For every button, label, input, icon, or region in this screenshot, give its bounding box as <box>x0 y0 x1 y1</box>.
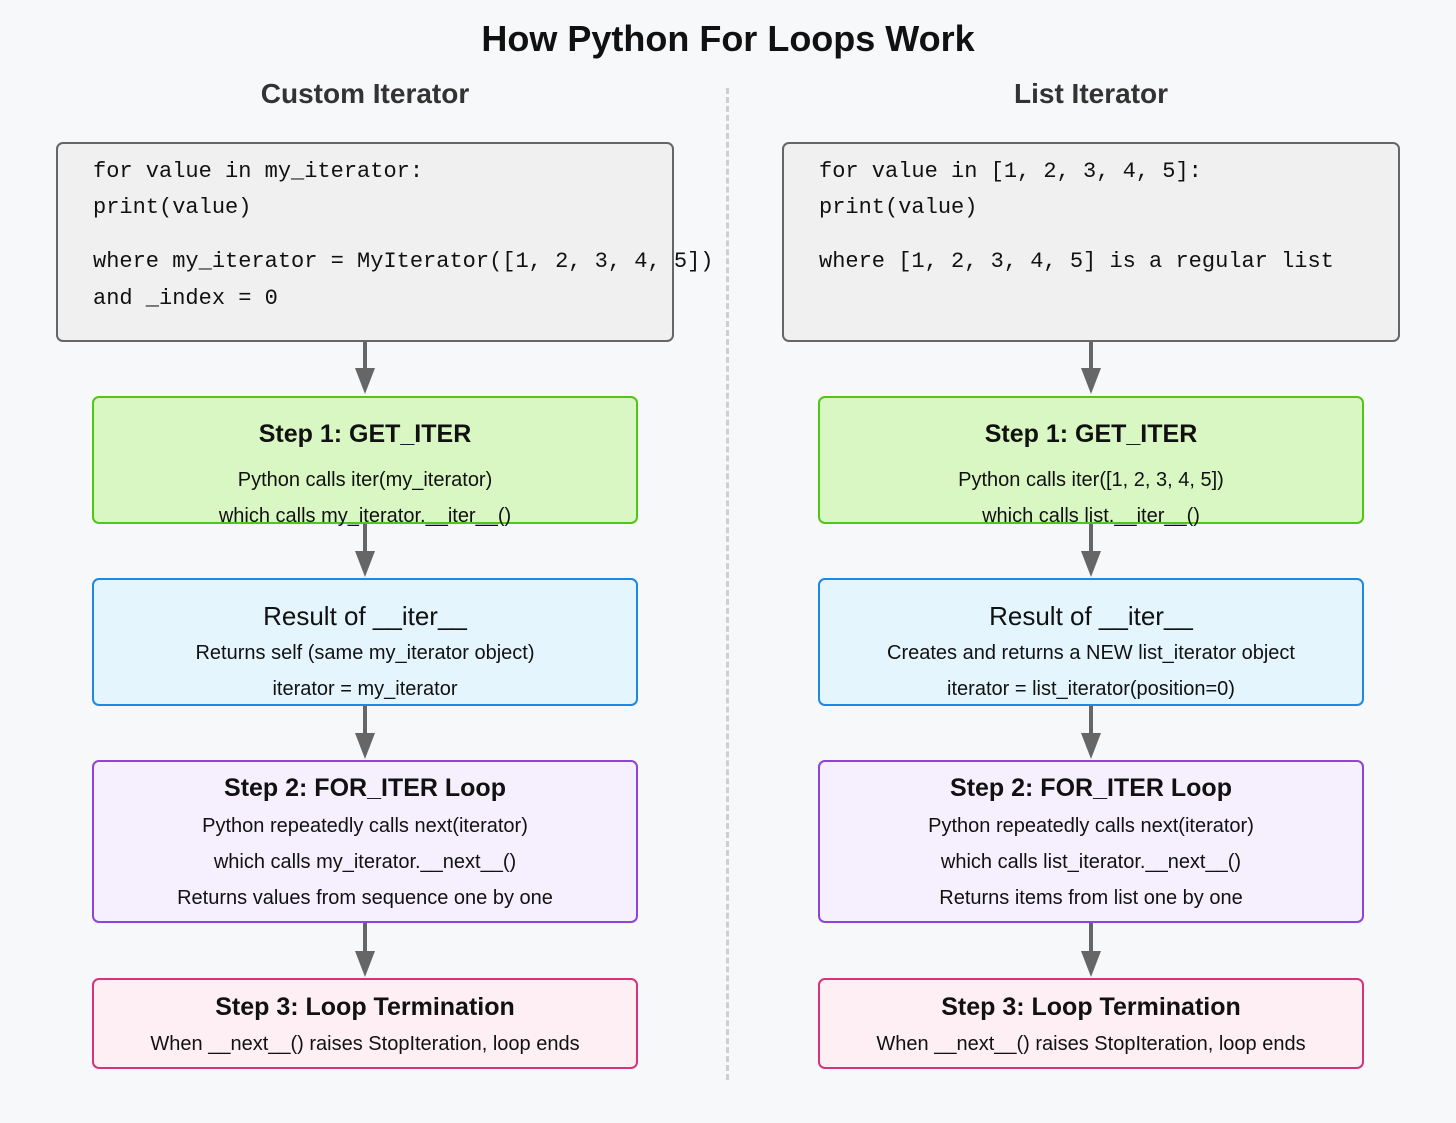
left-step3-line-1: When __next__() raises StopIteration, lo… <box>150 1033 580 1055</box>
left-step3-box: Step 3: Loop Termination When __next__()… <box>92 978 638 1069</box>
left-result-line-2: iterator = my_iterator <box>272 678 458 700</box>
right-result-title: Result of __iter__ <box>989 601 1193 631</box>
right-step3-box: Step 3: Loop Termination When __next__()… <box>818 978 1364 1069</box>
right-step1-line-1: Python calls iter([1, 2, 3, 4, 5]) <box>958 469 1224 491</box>
right-code-line-2: print(value) <box>819 195 978 220</box>
right-step1-title: Step 1: GET_ITER <box>984 420 1198 448</box>
left-code-line-3: where my_iterator = MyIterator([1, 2, 3,… <box>93 249 714 274</box>
right-step2-box: Step 2: FOR_ITER Loop Python repeatedly … <box>818 760 1364 923</box>
left-result-title: Result of __iter__ <box>263 601 467 631</box>
column-divider <box>726 88 729 1080</box>
right-step3-title: Step 3: Loop Termination <box>941 993 1241 1021</box>
left-step1-line-2: which calls my_iterator.__iter__() <box>218 505 512 527</box>
right-step3-line-1: When __next__() raises StopIteration, lo… <box>876 1033 1306 1055</box>
right-step1-line-2: which calls list.__iter__() <box>982 505 1200 527</box>
right-result-box: Result of __iter__ Creates and returns a… <box>818 578 1364 706</box>
left-result-box: Result of __iter__ Returns self (same my… <box>92 578 638 706</box>
left-code-box: for value in my_iterator: print(value) w… <box>56 142 714 342</box>
left-step2-line-1: Python repeatedly calls next(iterator) <box>202 815 528 837</box>
right-step1-box: Step 1: GET_ITER Python calls iter([1, 2… <box>818 396 1364 527</box>
left-step1-line-1: Python calls iter(my_iterator) <box>237 469 493 491</box>
right-step2-line-2: which calls list_iterator.__next__() <box>940 851 1242 873</box>
right-result-line-2: iterator = list_iterator(position=0) <box>947 678 1235 700</box>
left-column-heading: Custom Iterator <box>260 78 470 109</box>
right-result-line-1: Creates and returns a NEW list_iterator … <box>887 642 1295 664</box>
right-step2-title: Step 2: FOR_ITER Loop <box>950 774 1232 802</box>
left-step2-line-2: which calls my_iterator.__next__() <box>213 851 517 873</box>
right-step2-line-1: Python repeatedly calls next(iterator) <box>928 815 1254 837</box>
diagram-title: How Python For Loops Work <box>481 18 975 59</box>
left-step1-box: Step 1: GET_ITER Python calls iter(my_it… <box>92 396 638 527</box>
right-code-line-3: where [1, 2, 3, 4, 5] is a regular list <box>819 249 1334 274</box>
left-step2-title: Step 2: FOR_ITER Loop <box>224 774 506 802</box>
left-result-line-1: Returns self (same my_iterator object) <box>195 642 535 664</box>
left-step1-title: Step 1: GET_ITER <box>258 420 472 448</box>
left-code-line-4: and _index = 0 <box>93 286 278 311</box>
right-code-box: for value in [1, 2, 3, 4, 5]: print(valu… <box>782 142 1400 342</box>
left-step2-box: Step 2: FOR_ITER Loop Python repeatedly … <box>92 760 638 923</box>
right-code-line-1: for value in [1, 2, 3, 4, 5]: <box>819 159 1202 184</box>
left-code-line-1: for value in my_iterator: <box>93 159 424 184</box>
left-step2-line-3: Returns values from sequence one by one <box>177 887 553 909</box>
right-step2-line-3: Returns items from list one by one <box>939 887 1243 909</box>
right-column-heading: List Iterator <box>1013 78 1169 109</box>
left-step3-title: Step 3: Loop Termination <box>215 993 515 1021</box>
left-code-line-2: print(value) <box>93 195 252 220</box>
